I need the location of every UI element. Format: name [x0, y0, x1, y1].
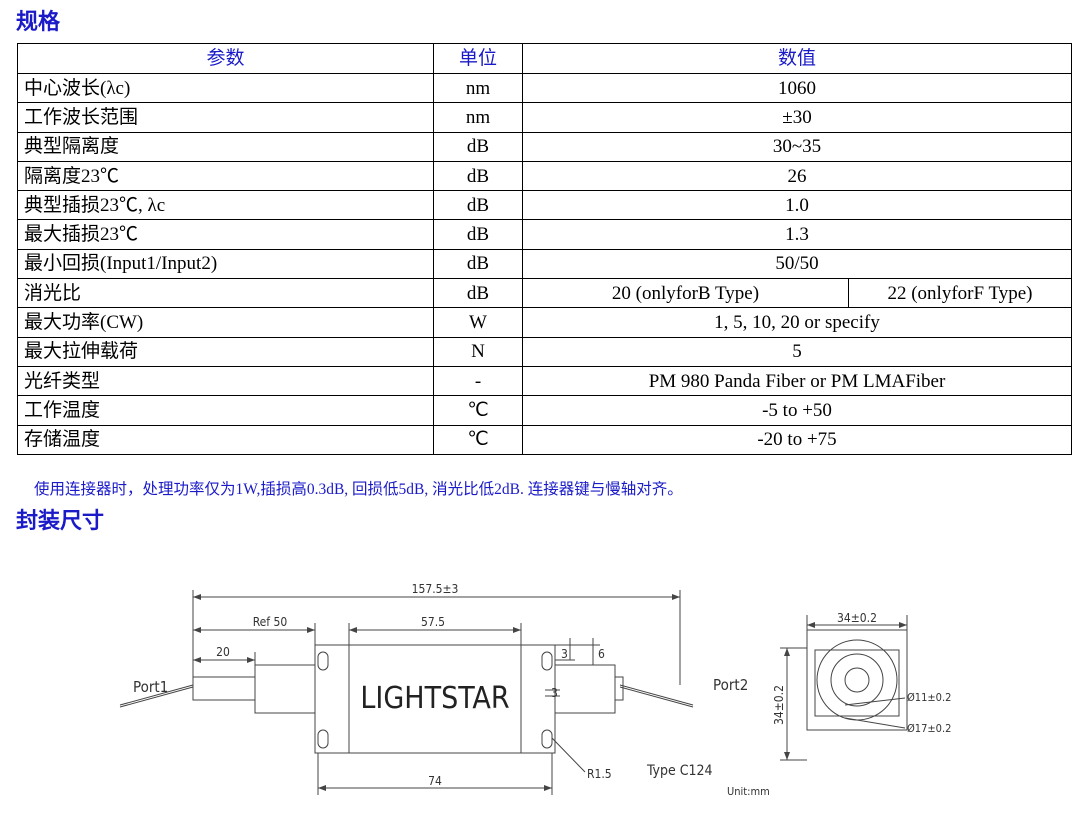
param-value: 1, 5, 10, 20 or specify: [521, 307, 1073, 338]
param-name: 工作波长范围: [17, 102, 434, 133]
param-unit: dB: [433, 219, 523, 250]
dim-6: 6: [598, 647, 605, 661]
param-unit: dB: [433, 278, 523, 309]
param-value: -20 to +75: [521, 424, 1073, 455]
param-unit: -: [433, 365, 523, 397]
type-label: Type C124: [646, 763, 713, 779]
mount-hole-tl: [317, 651, 329, 671]
param-unit: dB: [433, 248, 523, 280]
dim-height: 34±0.2: [772, 685, 786, 725]
dim-body: 57.5: [421, 615, 445, 629]
mount-hole-tr: [541, 651, 553, 671]
param-name: 消光比: [17, 278, 434, 309]
mount-hole-bl: [317, 729, 329, 749]
brand-label: LIGHTSTAR: [360, 681, 509, 716]
param-name: 工作温度: [17, 395, 434, 426]
dim-d11: Ø11±0.2: [907, 691, 951, 704]
param-name: 最小回损(Input1/Input2): [17, 248, 434, 280]
end-view-mid-circle: [830, 653, 884, 707]
param-value: -5 to +50: [521, 395, 1073, 426]
param-unit: ℃: [433, 395, 523, 426]
dim-3a: 3: [561, 647, 568, 661]
dim-width: 34±0.2: [837, 611, 877, 625]
header-value: 数值: [521, 43, 1073, 74]
fiber-left: [119, 686, 194, 708]
param-unit: ℃: [433, 424, 523, 455]
connector-note: 使用连接器时，处理功率仅为1W,插损高0.3dB, 回损低5dB, 消光比低2d…: [34, 481, 683, 498]
param-value: 1.0: [521, 190, 1073, 221]
param-value-f-type: 22 (onlyforF Type): [847, 278, 1073, 309]
param-value: 5: [521, 336, 1073, 367]
dim-74: 74: [428, 774, 442, 788]
param-unit: dB: [433, 160, 523, 192]
param-name: 中心波长(λc): [17, 72, 434, 104]
param-unit: nm: [433, 102, 523, 133]
param-name: 典型隔离度: [17, 131, 434, 162]
port1-label: Port1: [133, 678, 168, 696]
dim-ref: Ref 50: [253, 615, 288, 629]
param-unit: N: [433, 336, 523, 367]
dim-20: 20: [216, 645, 230, 659]
param-value: 1.3: [521, 219, 1073, 250]
param-value: ±30: [521, 102, 1073, 133]
param-name: 最大功率(CW): [17, 307, 434, 338]
header-param: 参数: [17, 43, 434, 74]
param-name: 最大插损23℃: [17, 219, 434, 250]
param-name: 典型插损23℃, λc: [17, 190, 434, 221]
param-value: 1060: [521, 72, 1073, 104]
package-drawing: Port1 Port2 LIGHTSTAR 157.5±3 Ref 50 57.…: [115, 560, 960, 810]
param-value: 50/50: [521, 248, 1073, 280]
param-value: PM 980 Panda Fiber or PM LMAFiber: [521, 365, 1073, 397]
dim-3b: 3: [551, 686, 558, 700]
param-value: 30~35: [521, 131, 1073, 162]
param-unit: dB: [433, 131, 523, 162]
port2-label: Port2: [713, 676, 748, 694]
param-unit: W: [433, 307, 523, 338]
table-row: 光纤类型-PM 980 Panda Fiber or PM LMAFiber: [17, 365, 1073, 397]
table-row: 工作温度℃-5 to +50: [17, 395, 1073, 426]
param-name: 隔离度23℃: [17, 160, 434, 192]
param-value-b-type: 20 (onlyforB Type): [522, 278, 849, 309]
spec-section-title: 规格: [16, 10, 61, 35]
param-unit: dB: [433, 190, 523, 221]
dim-d17: Ø17±0.2: [907, 722, 951, 735]
end-view-inner-circle: [844, 667, 870, 693]
unit-label: Unit:mm: [727, 785, 770, 798]
right-boot: [614, 676, 624, 701]
table-header-row: 参数 单位 数值: [17, 43, 1073, 74]
end-view-square: [806, 629, 908, 731]
header-unit: 单位: [433, 43, 523, 74]
dim-r: R1.5: [587, 767, 612, 781]
mount-hole-br: [541, 729, 553, 749]
param-unit: nm: [433, 72, 523, 104]
param-value: 26: [521, 160, 1073, 192]
package-section-title: 封装尺寸: [16, 509, 105, 534]
table-row: 存储温度℃-20 to +75: [17, 424, 1073, 455]
param-name: 最大拉伸载荷: [17, 336, 434, 367]
dim-total: 157.5±3: [412, 582, 459, 596]
fiber-right: [619, 684, 694, 706]
param-name: 存储温度: [17, 424, 434, 455]
param-name: 光纤类型: [17, 365, 434, 397]
